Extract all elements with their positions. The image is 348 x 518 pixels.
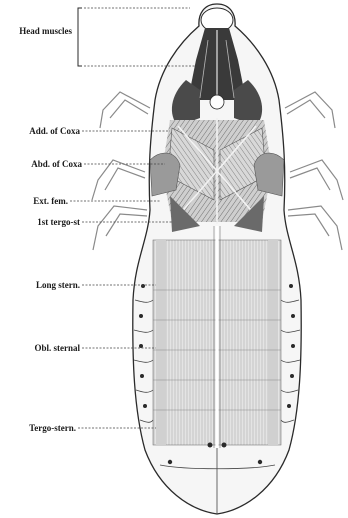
label-tergo-st: 1st tergo-st xyxy=(4,217,80,227)
left-legs xyxy=(92,92,150,250)
right-legs xyxy=(285,92,343,250)
label-abd-coxa: Abd. of Coxa xyxy=(4,159,82,169)
label-obl-sternal: Obl. sternal xyxy=(4,343,80,353)
label-ext-fem: Ext. fem. xyxy=(4,196,68,206)
label-long-stern: Long stern. xyxy=(4,280,80,290)
label-head-muscles: Head muscles xyxy=(12,26,72,37)
head-muscles-bracket xyxy=(78,8,82,66)
label-tergo-stern: Tergo-stern. xyxy=(4,423,76,433)
label-add-coxa: Add. of Coxa xyxy=(4,126,80,136)
abdomen-muscles xyxy=(153,226,281,448)
